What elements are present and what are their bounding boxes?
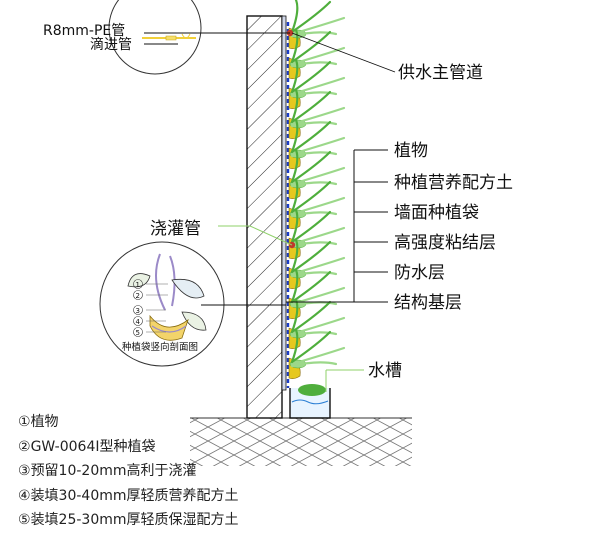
plant-leaf xyxy=(290,0,299,34)
plant-leaf xyxy=(290,148,299,184)
plant-leaf xyxy=(290,346,346,366)
legend-item: ④装填30-40mm厚轻质营养配方土 xyxy=(18,484,239,509)
svg-text:3: 3 xyxy=(136,307,140,315)
detail-number-2: 2 xyxy=(133,290,143,300)
main-pipe-leader xyxy=(291,32,396,73)
plant-leaf xyxy=(290,361,338,368)
legend-text: GW-0064I型种植袋 xyxy=(30,438,156,455)
legend-text: 植物 xyxy=(30,414,59,430)
legend-item: ①植物 xyxy=(18,410,239,435)
svg-text:5: 5 xyxy=(136,329,140,337)
plant-leaf xyxy=(290,208,299,244)
legend-number: ② xyxy=(18,438,31,455)
irrigation-label: 浇灌管 xyxy=(150,219,201,239)
layer-soil-label: 种植营养配方土 xyxy=(394,173,513,193)
planting-bag-column xyxy=(288,0,346,379)
layer-waterproof-label: 防水层 xyxy=(394,263,445,283)
detail-number-labels: 1 2 3 4 5 xyxy=(133,279,143,337)
detail-number-5: 5 xyxy=(133,327,143,337)
svg-text:4: 4 xyxy=(136,318,141,326)
legend-item: ②GW-0064I型种植袋 xyxy=(18,435,239,460)
legend-text: 装填25-30mm厚轻质保湿配方土 xyxy=(30,512,239,528)
legend-text: 预留10-20mm高利于浇灌 xyxy=(30,463,197,479)
detail-number-3: 3 xyxy=(133,305,143,315)
layer-bag-label: 墙面种植袋 xyxy=(394,203,479,223)
water-tank xyxy=(289,384,331,419)
plant-leaf xyxy=(290,88,299,124)
plant-leaf xyxy=(290,28,299,64)
plant-leaf xyxy=(290,178,299,214)
ground-paving xyxy=(190,417,412,466)
plant-leaf xyxy=(290,58,299,94)
detail-number-1: 1 xyxy=(133,279,143,289)
svg-text:1: 1 xyxy=(136,281,140,289)
legend-number: ④ xyxy=(18,487,31,504)
legend-number: ③ xyxy=(18,463,31,479)
layer-adhesive-label: 高强度粘结层 xyxy=(394,233,496,253)
legend-text: 装填30-40mm厚轻质营养配方土 xyxy=(30,487,239,504)
layer-base-label: 结构基层 xyxy=(394,293,462,313)
legend-number: ⑤ xyxy=(18,512,31,528)
detail-caption: 种植袋竖向剖面图 xyxy=(122,341,198,353)
plant-leaf xyxy=(290,238,299,274)
legend-item: ③预留10-20mm高利于浇灌 xyxy=(18,459,239,484)
drip-pipe-label: 滴进管 xyxy=(90,36,132,53)
layer-bracket xyxy=(286,149,388,303)
legend-item: ⑤装填25-30mm厚轻质保湿配方土 xyxy=(18,508,239,533)
bag-section-detail-circle xyxy=(99,241,225,367)
tank-label: 水槽 xyxy=(368,361,402,381)
pipe-detail-circle xyxy=(108,0,202,75)
legend-number: ① xyxy=(18,414,31,430)
svg-text:2: 2 xyxy=(136,292,140,300)
detail-number-4: 4 xyxy=(133,316,143,326)
layer-plant-label: 植物 xyxy=(394,141,428,161)
structural-wall xyxy=(246,15,287,419)
plant-leaf xyxy=(290,118,299,154)
irrigation-leader-d xyxy=(249,225,293,246)
pe-pipe-label: R8mm-PE管 xyxy=(43,23,125,39)
plant-leaf xyxy=(290,330,332,364)
plant-leaf xyxy=(290,328,299,364)
planting-bag xyxy=(288,328,346,379)
main-pipe-label: 供水主管道 xyxy=(398,63,483,83)
plant-leaf xyxy=(290,268,299,304)
